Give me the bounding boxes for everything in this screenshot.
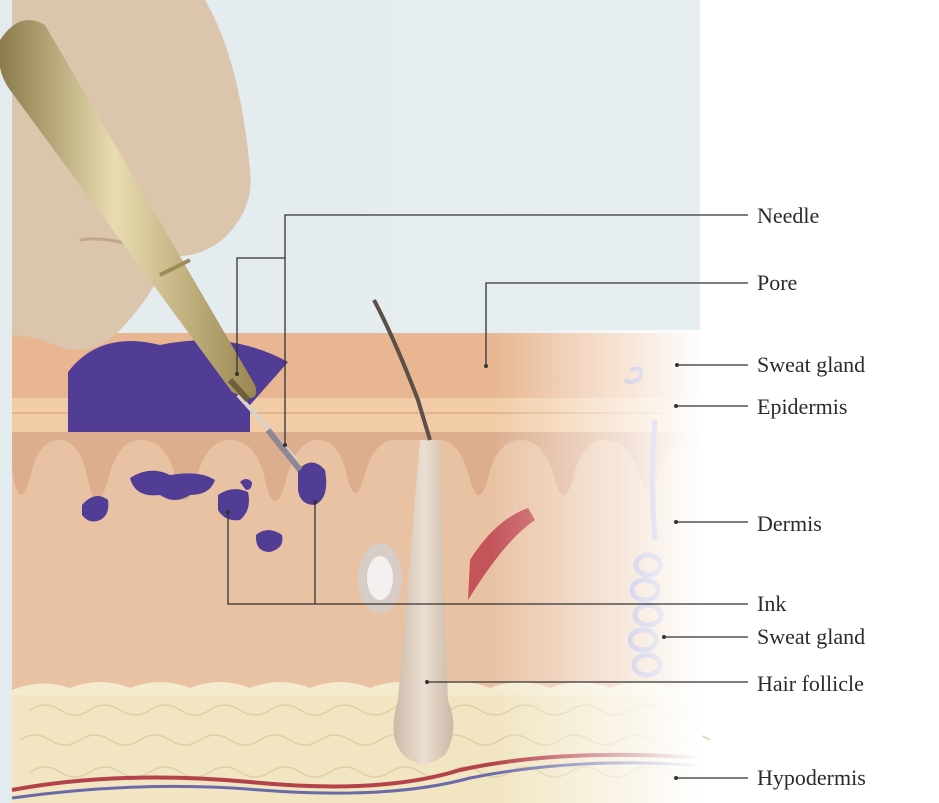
label-sweat-gland-lower: Sweat gland bbox=[757, 626, 865, 648]
label-dermis: Dermis bbox=[757, 513, 822, 535]
label-hair-follicle: Hair follicle bbox=[757, 673, 864, 695]
label-pore: Pore bbox=[757, 272, 797, 294]
label-sweat-gland-upper: Sweat gland bbox=[757, 354, 865, 376]
label-hypodermis: Hypodermis bbox=[757, 767, 866, 789]
label-ink: Ink bbox=[757, 593, 786, 615]
right-fade bbox=[0, 330, 702, 803]
label-epidermis: Epidermis bbox=[757, 396, 847, 418]
label-needle: Needle bbox=[757, 205, 819, 227]
